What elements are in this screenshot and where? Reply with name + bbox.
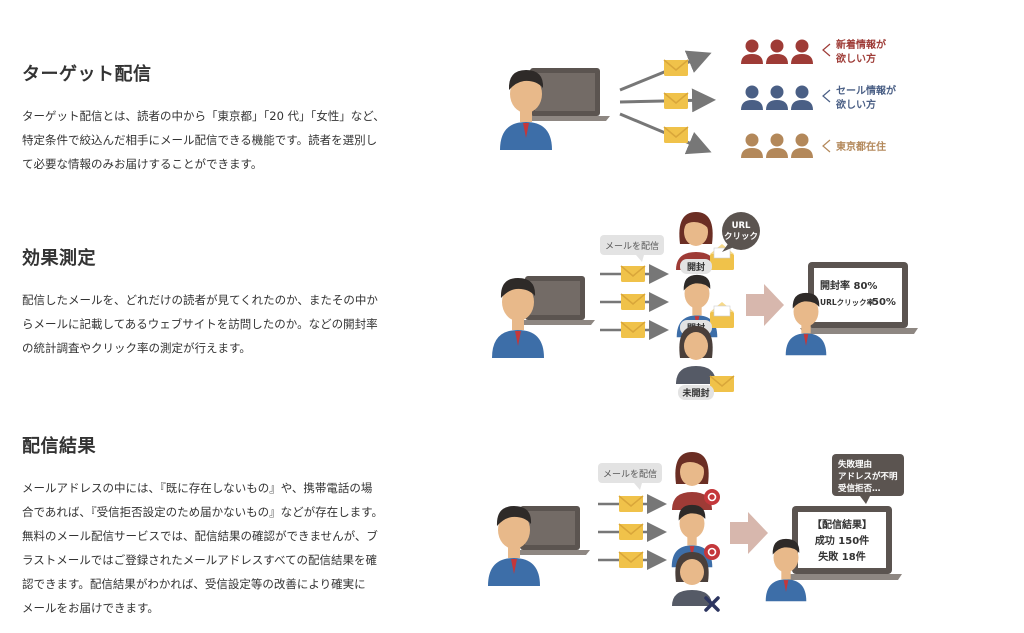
bubble-text: クリック [724, 231, 758, 242]
section-delivery-result: 配信結果 メールアドレスの中には、『既に存在しないもの』や、携帯電話の場 合であ… [22, 432, 422, 620]
desc-line: 特定条件で絞込んだ相手にメール配信できる機能です。読者を選別し [22, 133, 378, 147]
result-title: 【配信結果】 [812, 518, 872, 531]
section-effect-measurement: 効果測定 配信したメールを、どれだけの読者が見てくれたのか、またその中か らメー… [22, 244, 422, 360]
envelope-icon [709, 375, 735, 393]
group-label: 欲しい方 [835, 98, 876, 111]
desc-line: 合であれば、『受信拒否設定のため届かないもの』などが存在します。 [22, 505, 383, 519]
reader-woman-icon [676, 326, 716, 384]
reader-woman-icon [672, 552, 712, 606]
desc-line: の統計調査やクリック率の測定が行えます。 [22, 341, 251, 355]
url-click-bubble: URL クリック [722, 212, 760, 252]
success-badge-icon [704, 544, 720, 560]
send-speech-bubble: メールを配信 [598, 463, 662, 490]
status-tag-label: 開封 [687, 261, 705, 273]
desc-line: 配信したメールを、どれだけの読者が見てくれたのか、またその中か [22, 293, 378, 307]
group-label: 新着情報が [836, 38, 887, 51]
illustration-effect-measurement: メールを配信 開封 URL クリック 開封 [492, 212, 918, 400]
stats-monitor: 開封率 80% URLクリック率 50% [800, 262, 918, 334]
result-monitor: 【配信結果】 成功 150件 失敗 18件 [784, 506, 902, 580]
laptop-icon [515, 276, 595, 325]
bubble-text: 失敗理由 [838, 459, 872, 470]
envelope-icon [618, 551, 644, 569]
fail-x-icon [704, 596, 720, 612]
illustration-delivery-result: メールを配信 失敗理由 [488, 452, 904, 612]
bubble-text: URL [732, 221, 751, 231]
section-title-delivery-result: 配信結果 [22, 436, 96, 457]
big-arrow-icon [746, 284, 784, 326]
section-description-target-delivery: ターゲット配信とは、読者の中から「東京都」「20 代」「女性」など、 特定条件で… [22, 104, 422, 176]
bubble-text: アドレスが不明 [838, 471, 898, 482]
desc-line: て必要な情報のみお届けすることができます。 [22, 157, 263, 171]
desc-line: らメールに記載してあるウェブサイトを訪問したのか。などの開封率 [22, 317, 378, 331]
bracket-icon [822, 43, 831, 57]
desc-line: 認できます。配信結果がわかれば、受信設定等の改善により確実に [22, 577, 366, 591]
result-success: 成功 150件 [815, 534, 869, 547]
open-rate-text: 開封率 80% [820, 279, 877, 292]
reader-group-tokyo [741, 133, 813, 158]
envelope-icon [620, 265, 646, 283]
laptop-icon [510, 506, 590, 555]
envelope-icon [618, 495, 644, 513]
open-envelope-icon [709, 301, 735, 329]
bracket-icon [822, 89, 831, 103]
big-arrow-icon [730, 512, 768, 554]
click-rate-label: URLクリック率 [820, 297, 875, 307]
envelope-icon [620, 293, 646, 311]
desc-line: 無料のメール配信サービスでは、配信結果の確認ができませんが、ブ [22, 529, 378, 543]
envelope-icon [663, 92, 689, 110]
send-label: メールを配信 [605, 240, 659, 252]
envelope-icon [663, 126, 689, 144]
desc-line: ターゲット配信とは、読者の中から「東京都」「20 代」「女性」など、 [22, 109, 385, 123]
desc-line: メールアドレスの中には、『既に存在しないもの』や、携帯電話の場 [22, 481, 373, 495]
result-fail: 失敗 18件 [818, 550, 865, 563]
section-description-effect-measurement: 配信したメールを、どれだけの読者が見てくれたのか、またその中か らメールに記載し… [22, 288, 422, 360]
click-rate-value: 50% [872, 297, 896, 308]
envelope-icon [620, 321, 646, 339]
bubble-text: 受信拒否… [838, 483, 881, 494]
section-title-target-delivery: ターゲット配信 [22, 64, 152, 85]
envelope-icon [618, 523, 644, 541]
illustration-target-delivery: 新着情報が 欲しい方 セール情報が 欲しい方 東京都在住 [500, 38, 897, 158]
group-label: 東京都在住 [836, 140, 886, 153]
bracket-icon [822, 139, 831, 153]
success-badge-icon [704, 489, 720, 505]
reader-group-new-info [741, 39, 813, 64]
status-tag [678, 385, 714, 400]
send-label: メールを配信 [603, 468, 657, 480]
section-description-delivery-result: メールアドレスの中には、『既に存在しないもの』や、携帯電話の場 合であれば、『受… [22, 476, 422, 620]
desc-line: ラストメールではご登録されたメールアドレスすべての配信結果を確 [22, 553, 378, 567]
status-tag-label: 未開封 [681, 387, 709, 399]
reader-group-sale-info [741, 85, 813, 110]
section-title-effect-measurement: 効果測定 [22, 248, 96, 269]
envelope-icon [663, 59, 689, 77]
laptop-icon [520, 68, 610, 121]
status-tag [680, 259, 712, 274]
group-label: セール情報が [836, 84, 897, 97]
desc-line: メールをお届けできます。 [22, 601, 159, 615]
group-label: 欲しい方 [835, 52, 876, 65]
send-speech-bubble: メールを配信 [600, 235, 664, 262]
section-target-delivery: ターゲット配信 ターゲット配信とは、読者の中から「東京都」「20 代」「女性」な… [22, 60, 422, 176]
failure-reason-bubble: 失敗理由 アドレスが不明 受信拒否… [832, 454, 904, 504]
